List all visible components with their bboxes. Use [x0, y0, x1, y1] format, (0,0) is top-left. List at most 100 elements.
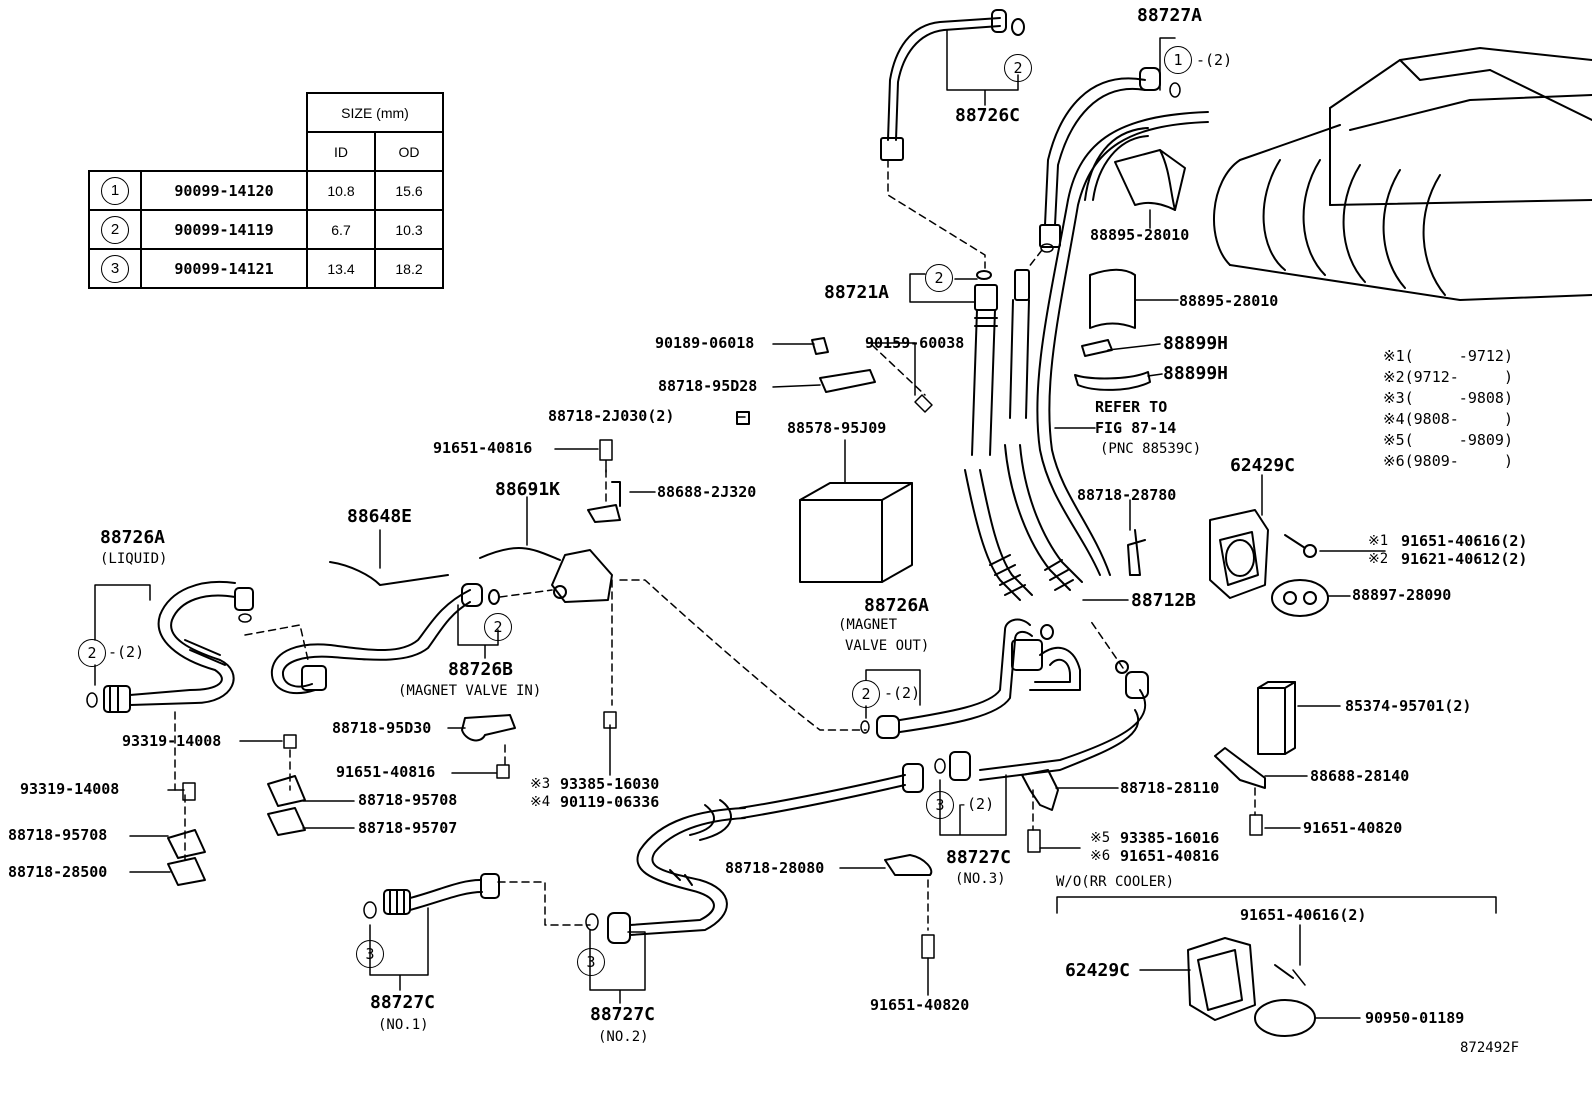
- ref-circle-3: 3: [577, 948, 605, 976]
- part-label: 90119-06336: [560, 793, 660, 811]
- part-label: 88718-95707: [358, 819, 458, 837]
- hose-88721A: [971, 270, 998, 456]
- box-88578: [799, 482, 913, 583]
- part-label: 88727C: [370, 992, 436, 1013]
- table-row: 1 90099-14120 10.8 15.6: [88, 170, 444, 211]
- note-row: ※6(9809- ): [1383, 452, 1513, 470]
- ref-circle: 1: [101, 176, 129, 205]
- part-label: 88897-28090: [1352, 586, 1452, 604]
- section-label: W/O(RR COOLER): [1056, 874, 1175, 890]
- part-label: 85374-95701(2): [1345, 697, 1472, 715]
- plug-90950: [1254, 999, 1316, 1037]
- part-label: 88895-28010: [1090, 226, 1190, 244]
- part-label: 88718-2J030(2): [548, 407, 675, 425]
- part-label: 88688-28140: [1310, 767, 1410, 785]
- grommet-62429C-top: [1209, 509, 1269, 599]
- part-label: 91651-40616(2): [1240, 906, 1367, 924]
- note-row: ※2(9712- ): [1383, 368, 1513, 386]
- part-88895-top: [1114, 149, 1186, 211]
- clamp-88718-28500: [167, 857, 206, 886]
- bolts: [182, 394, 1306, 986]
- refer-label: (PNC 88539C): [1100, 441, 1202, 457]
- id-value: 6.7: [306, 209, 376, 250]
- part-label: 91651-40816: [433, 439, 533, 457]
- part-label: 91621-40612(2): [1401, 550, 1528, 568]
- cooling-unit-outline: [1213, 47, 1592, 301]
- clip-88718-28780: [1127, 529, 1146, 576]
- part-label: 88712B: [1131, 590, 1197, 611]
- wire-88691K: [479, 547, 561, 561]
- part-label: 88899H: [1163, 333, 1229, 354]
- relay-85374: [1257, 681, 1296, 755]
- valve-88691K: [551, 549, 613, 603]
- ref-circle-1: 1: [1164, 46, 1192, 74]
- note-row: ※5( -9809): [1383, 431, 1513, 449]
- sub-label: VALVE OUT): [845, 638, 930, 654]
- bracket-88718-95D28: [819, 369, 876, 393]
- pipe-lower-main: [607, 671, 1149, 944]
- hose-88726C: [880, 9, 1025, 161]
- part-label: 90159-60038: [865, 334, 965, 352]
- part-label: 88718-95708: [358, 791, 458, 809]
- col-id-header: ID: [306, 131, 376, 172]
- od-value: 15.6: [374, 170, 444, 211]
- sub-label: (LIQUID): [100, 551, 168, 567]
- pipe-88726A-magnet-out: [876, 618, 1129, 739]
- ref-circle: 2: [101, 215, 129, 244]
- part-label: 88726A: [864, 595, 930, 616]
- part-label: 88578-95J09: [787, 419, 887, 437]
- od-value: 10.3: [374, 209, 444, 250]
- guide-dashes: [174, 159, 1256, 931]
- clamp-88718-95708-b: [167, 829, 206, 859]
- part-label: 88718-95708: [8, 826, 108, 844]
- sub-label: (NO.2): [598, 1029, 649, 1045]
- part-label: 88721A: [824, 282, 890, 303]
- note-mark: ※3: [530, 776, 551, 792]
- part-88899H: [1074, 339, 1151, 391]
- part-label: 88899H: [1163, 363, 1229, 384]
- ref-circle-2: 2: [852, 680, 880, 708]
- table-row: 3 90099-14121 13.4 18.2: [88, 248, 444, 289]
- bracket-88688-2J320: [587, 481, 621, 523]
- part-label: 88718-95D30: [332, 719, 432, 737]
- grommet-62429C-lower: [1187, 937, 1256, 1021]
- part-label: 90189-06018: [655, 334, 755, 352]
- part-number: 90099-14120: [140, 170, 308, 211]
- bolt-91651-40616: [1284, 534, 1317, 558]
- grommet-88897: [1271, 579, 1329, 617]
- part-label: 88727C: [590, 1004, 656, 1025]
- part-label: 88726C: [955, 105, 1021, 126]
- sub-label: (MAGNET: [838, 617, 898, 633]
- figure-id: 872492F: [1460, 1040, 1520, 1056]
- ref-circle-2: 2: [1004, 54, 1032, 82]
- col-od-header: OD: [374, 131, 444, 172]
- ref-circle-2: 2: [484, 613, 512, 641]
- note-row: ※3( -9808): [1383, 389, 1513, 407]
- note-mark: ※5: [1090, 830, 1111, 846]
- part-label: 93385-16030: [560, 775, 660, 793]
- ref-circle-2: 2: [78, 639, 106, 667]
- qty-label: -(2): [958, 795, 995, 813]
- ref-circle-3: 3: [926, 791, 954, 819]
- part-label: 88726A: [100, 527, 166, 548]
- note-mark: ※6: [1090, 848, 1111, 864]
- note-row: ※4(9808- ): [1383, 410, 1513, 428]
- o-rings: [86, 82, 1181, 931]
- part-label: 88718-28780: [1077, 486, 1177, 504]
- part-label: 88648E: [347, 506, 413, 527]
- ref-circle: 3: [101, 254, 129, 283]
- part-label: 62429C: [1065, 960, 1131, 981]
- part-label: 90950-01189: [1365, 1009, 1465, 1027]
- sub-label: (NO.3): [955, 871, 1006, 887]
- qty-label: -(2): [108, 643, 145, 661]
- part-label: 93385-16016: [1120, 829, 1220, 847]
- note-mark: ※4: [530, 794, 551, 810]
- id-value: 10.8: [306, 170, 376, 211]
- clip-88718-2J030: [736, 411, 750, 425]
- part-88895-lower: [1089, 268, 1136, 329]
- clip-90189: [811, 337, 829, 355]
- clamp-88718-95D30: [461, 714, 516, 742]
- part-label: 91651-40816: [336, 763, 436, 781]
